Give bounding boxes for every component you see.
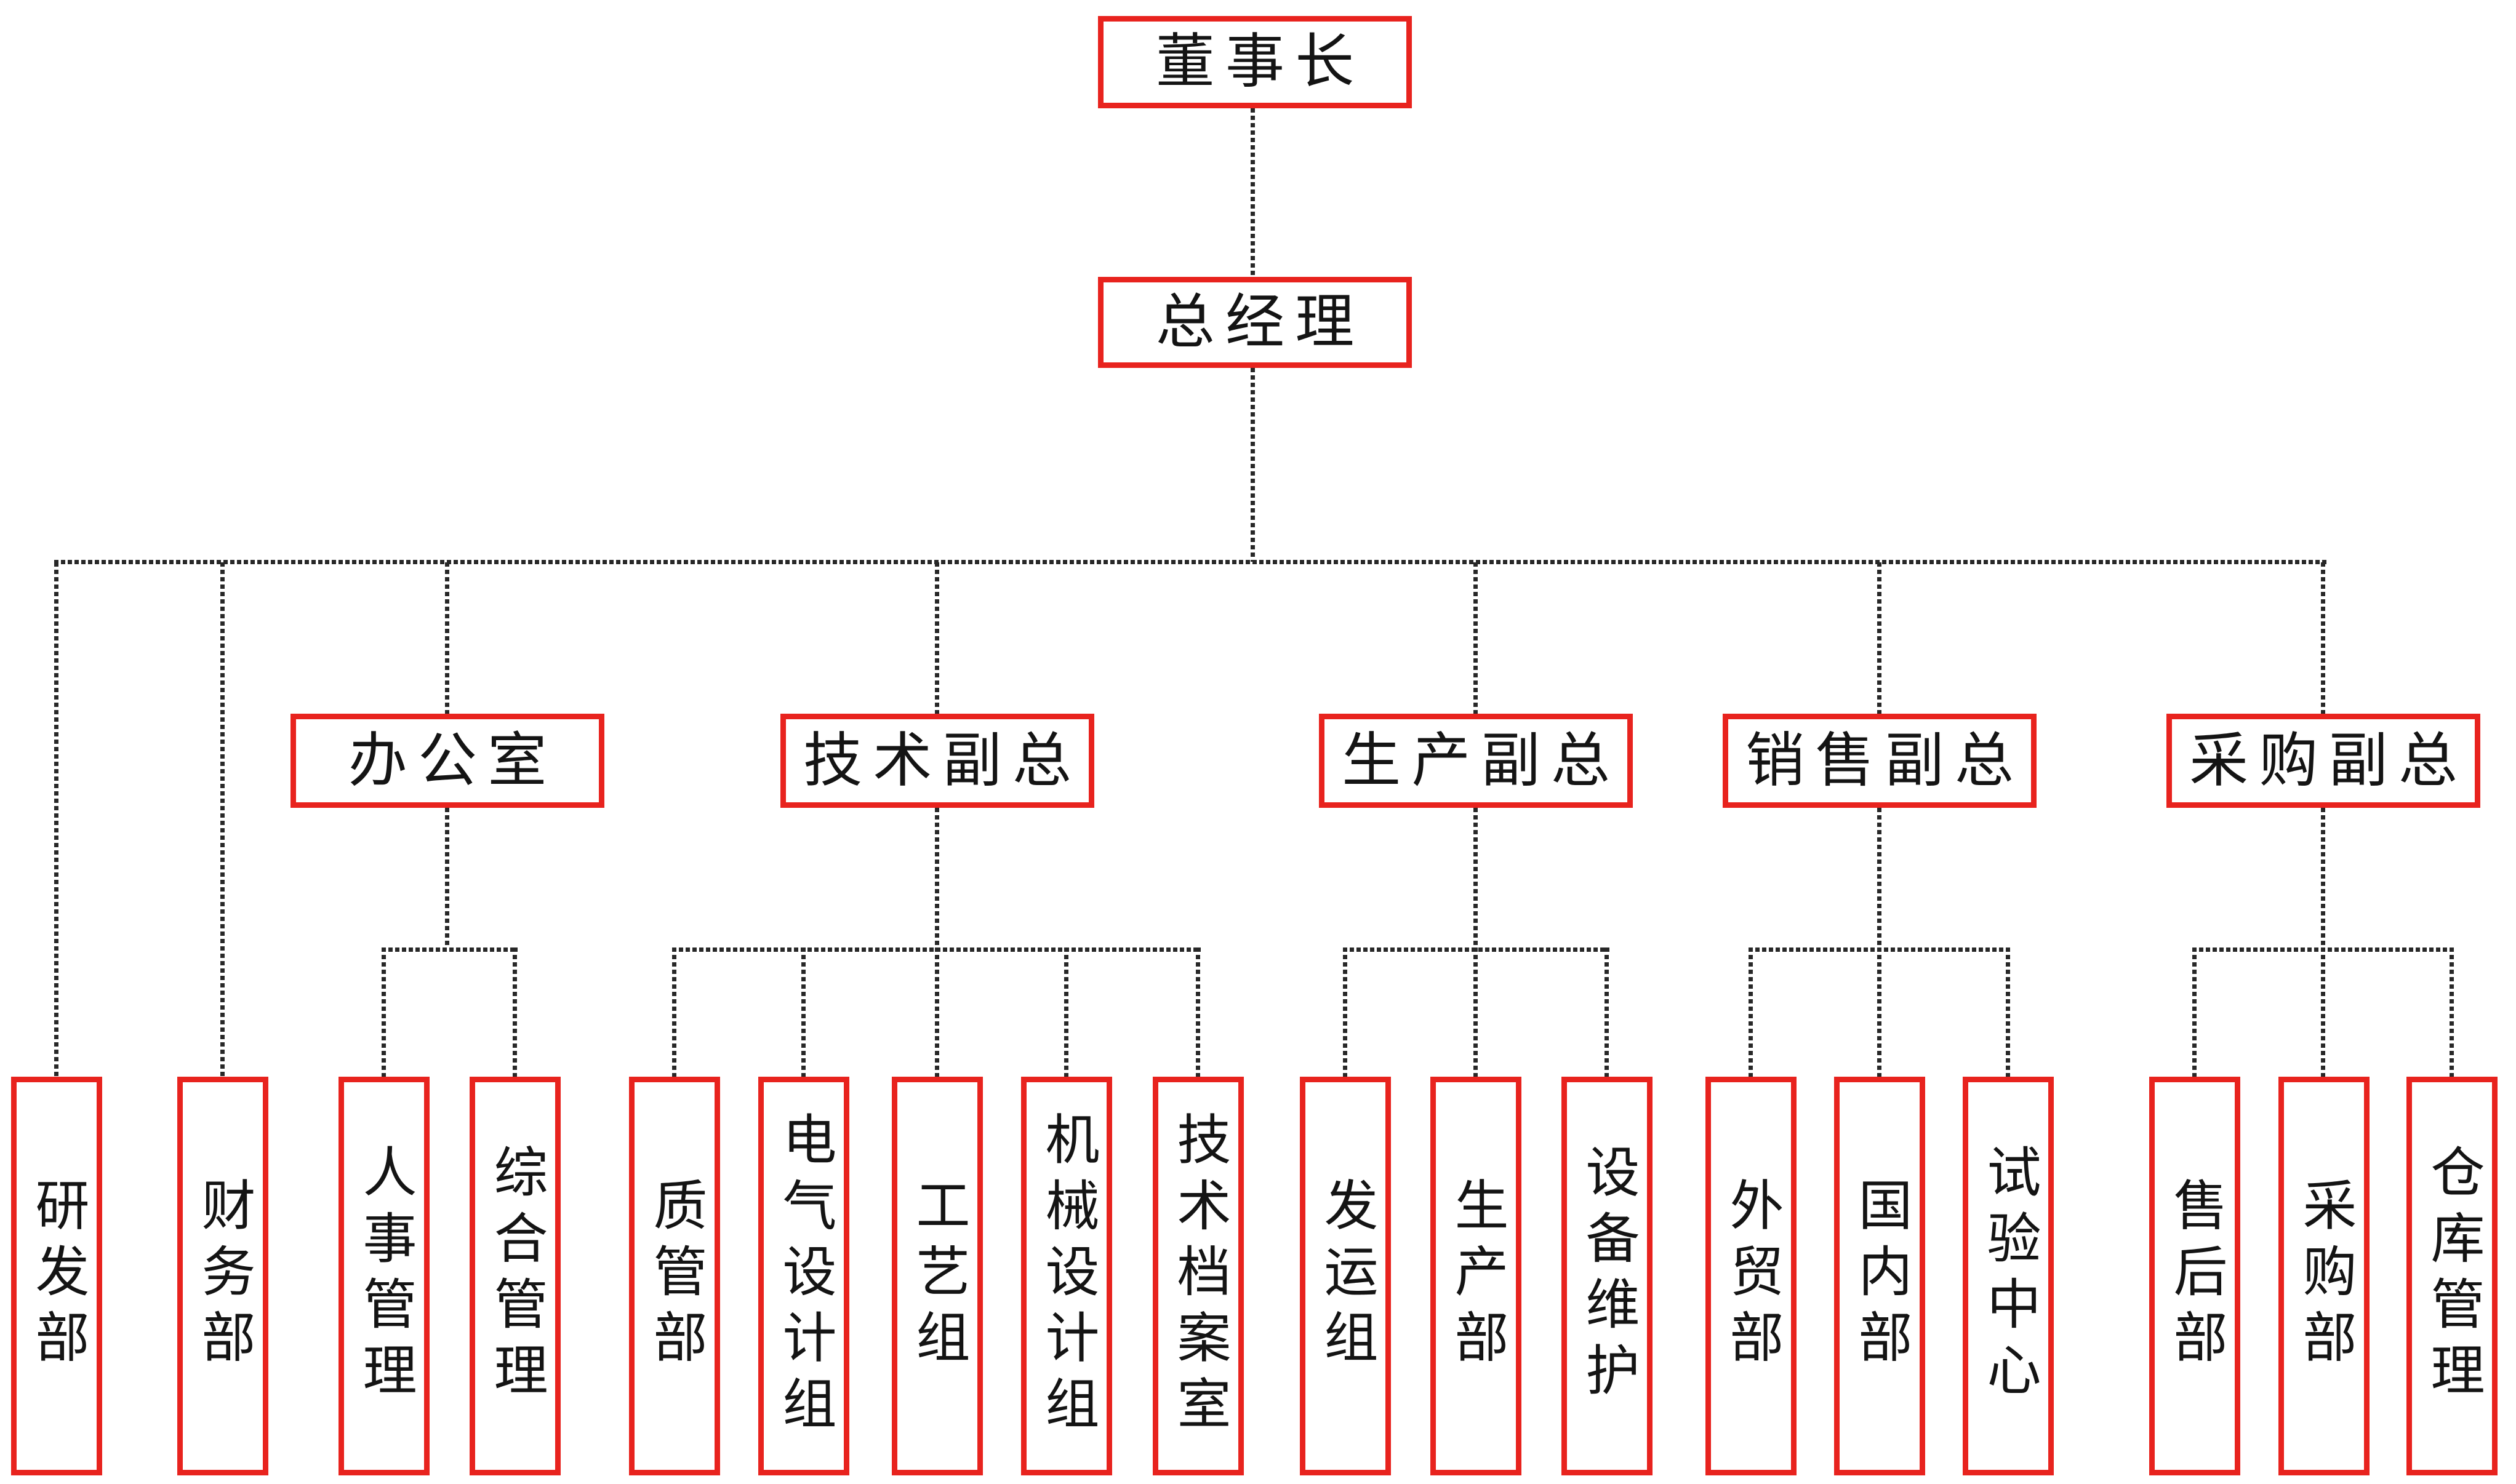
connector-drop-quality-dept — [672, 947, 676, 1077]
connector-stem-production-vp — [1473, 808, 1478, 947]
connector-drop-finance-dept — [220, 562, 225, 1077]
org-node-production-dept: 生产部 — [1430, 1077, 1521, 1475]
org-node-electrical-design-group: 电气设计组 — [758, 1077, 849, 1475]
connector-drop-procurement-vp — [2321, 562, 2325, 714]
org-node-finance-dept: 财务部 — [177, 1077, 268, 1475]
org-node-mechanical-design-group: 机械设计组 — [1021, 1077, 1112, 1475]
connector-drop-sales-vp — [1877, 562, 1881, 714]
connector-drop-hr-management — [382, 947, 386, 1077]
connector-drop-equipment-maintenance — [1605, 947, 1609, 1077]
org-node-aftersales-dept: 售后部 — [2149, 1077, 2240, 1475]
connector-main-horizontal — [54, 560, 2326, 564]
org-node-process-group: 工艺组 — [892, 1077, 983, 1475]
org-node-tech-vp: 技术副总 — [780, 714, 1094, 808]
connector-drop-foreign-trade — [1749, 947, 1753, 1077]
org-node-hr-management: 人事管理 — [339, 1077, 430, 1475]
connector-drop-production-dept — [1473, 947, 1478, 1077]
connector-gm-to-mainline — [1251, 368, 1255, 562]
connector-drop-mechanical-design — [1064, 947, 1068, 1077]
connector-drop-purchasing-dept — [2321, 947, 2325, 1077]
org-node-procurement-vp: 采购副总 — [2166, 714, 2480, 808]
connector-drop-process-group — [935, 947, 939, 1077]
connector-chairman-to-gm — [1251, 108, 1255, 277]
org-node-chairman: 董事长 — [1098, 16, 1412, 108]
connector-drop-tech-archives — [1196, 947, 1200, 1077]
connector-drop-tech-vp — [935, 562, 939, 714]
connector-drop-aftersales-dept — [2192, 947, 2197, 1077]
connector-drop-production-vp — [1473, 562, 1478, 714]
org-node-quality-dept: 质管部 — [629, 1077, 720, 1475]
connector-drop-domestic-dept — [1877, 947, 1881, 1077]
org-node-purchasing-dept: 采购部 — [2278, 1077, 2370, 1475]
connector-stem-sales-vp — [1877, 808, 1881, 947]
org-node-equipment-maintenance: 设备维护 — [1561, 1077, 1653, 1475]
connector-drop-test-center — [2006, 947, 2010, 1077]
org-node-production-vp: 生产副总 — [1319, 714, 1633, 808]
org-node-rd-dept: 研发部 — [11, 1077, 102, 1475]
connector-drop-general-management — [513, 947, 517, 1077]
org-node-foreign-trade-dept: 外贸部 — [1705, 1077, 1797, 1475]
connector-drop-office — [445, 562, 449, 714]
connector-branch-office — [382, 947, 518, 952]
connector-drop-electrical-design — [801, 947, 806, 1077]
connector-drop-rd-dept — [54, 562, 58, 1077]
org-node-general-manager: 总经理 — [1098, 277, 1412, 368]
org-node-domestic-dept: 国内部 — [1834, 1077, 1925, 1475]
org-node-shipping-group: 发运组 — [1300, 1077, 1391, 1475]
org-node-tech-archives: 技术档案室 — [1153, 1077, 1244, 1475]
connector-drop-shipping-group — [1343, 947, 1347, 1077]
org-node-test-center: 试验中心 — [1963, 1077, 2054, 1475]
org-node-general-management: 综合管理 — [470, 1077, 561, 1475]
connector-stem-procurement-vp — [2321, 808, 2325, 947]
connector-stem-office — [445, 808, 449, 947]
connector-stem-tech-vp — [935, 808, 939, 947]
org-node-warehouse-management: 仓库管理 — [2406, 1077, 2498, 1475]
org-node-sales-vp: 销售副总 — [1723, 714, 2037, 808]
connector-drop-warehouse-management — [2450, 947, 2454, 1077]
org-node-office: 办公室 — [290, 714, 604, 808]
